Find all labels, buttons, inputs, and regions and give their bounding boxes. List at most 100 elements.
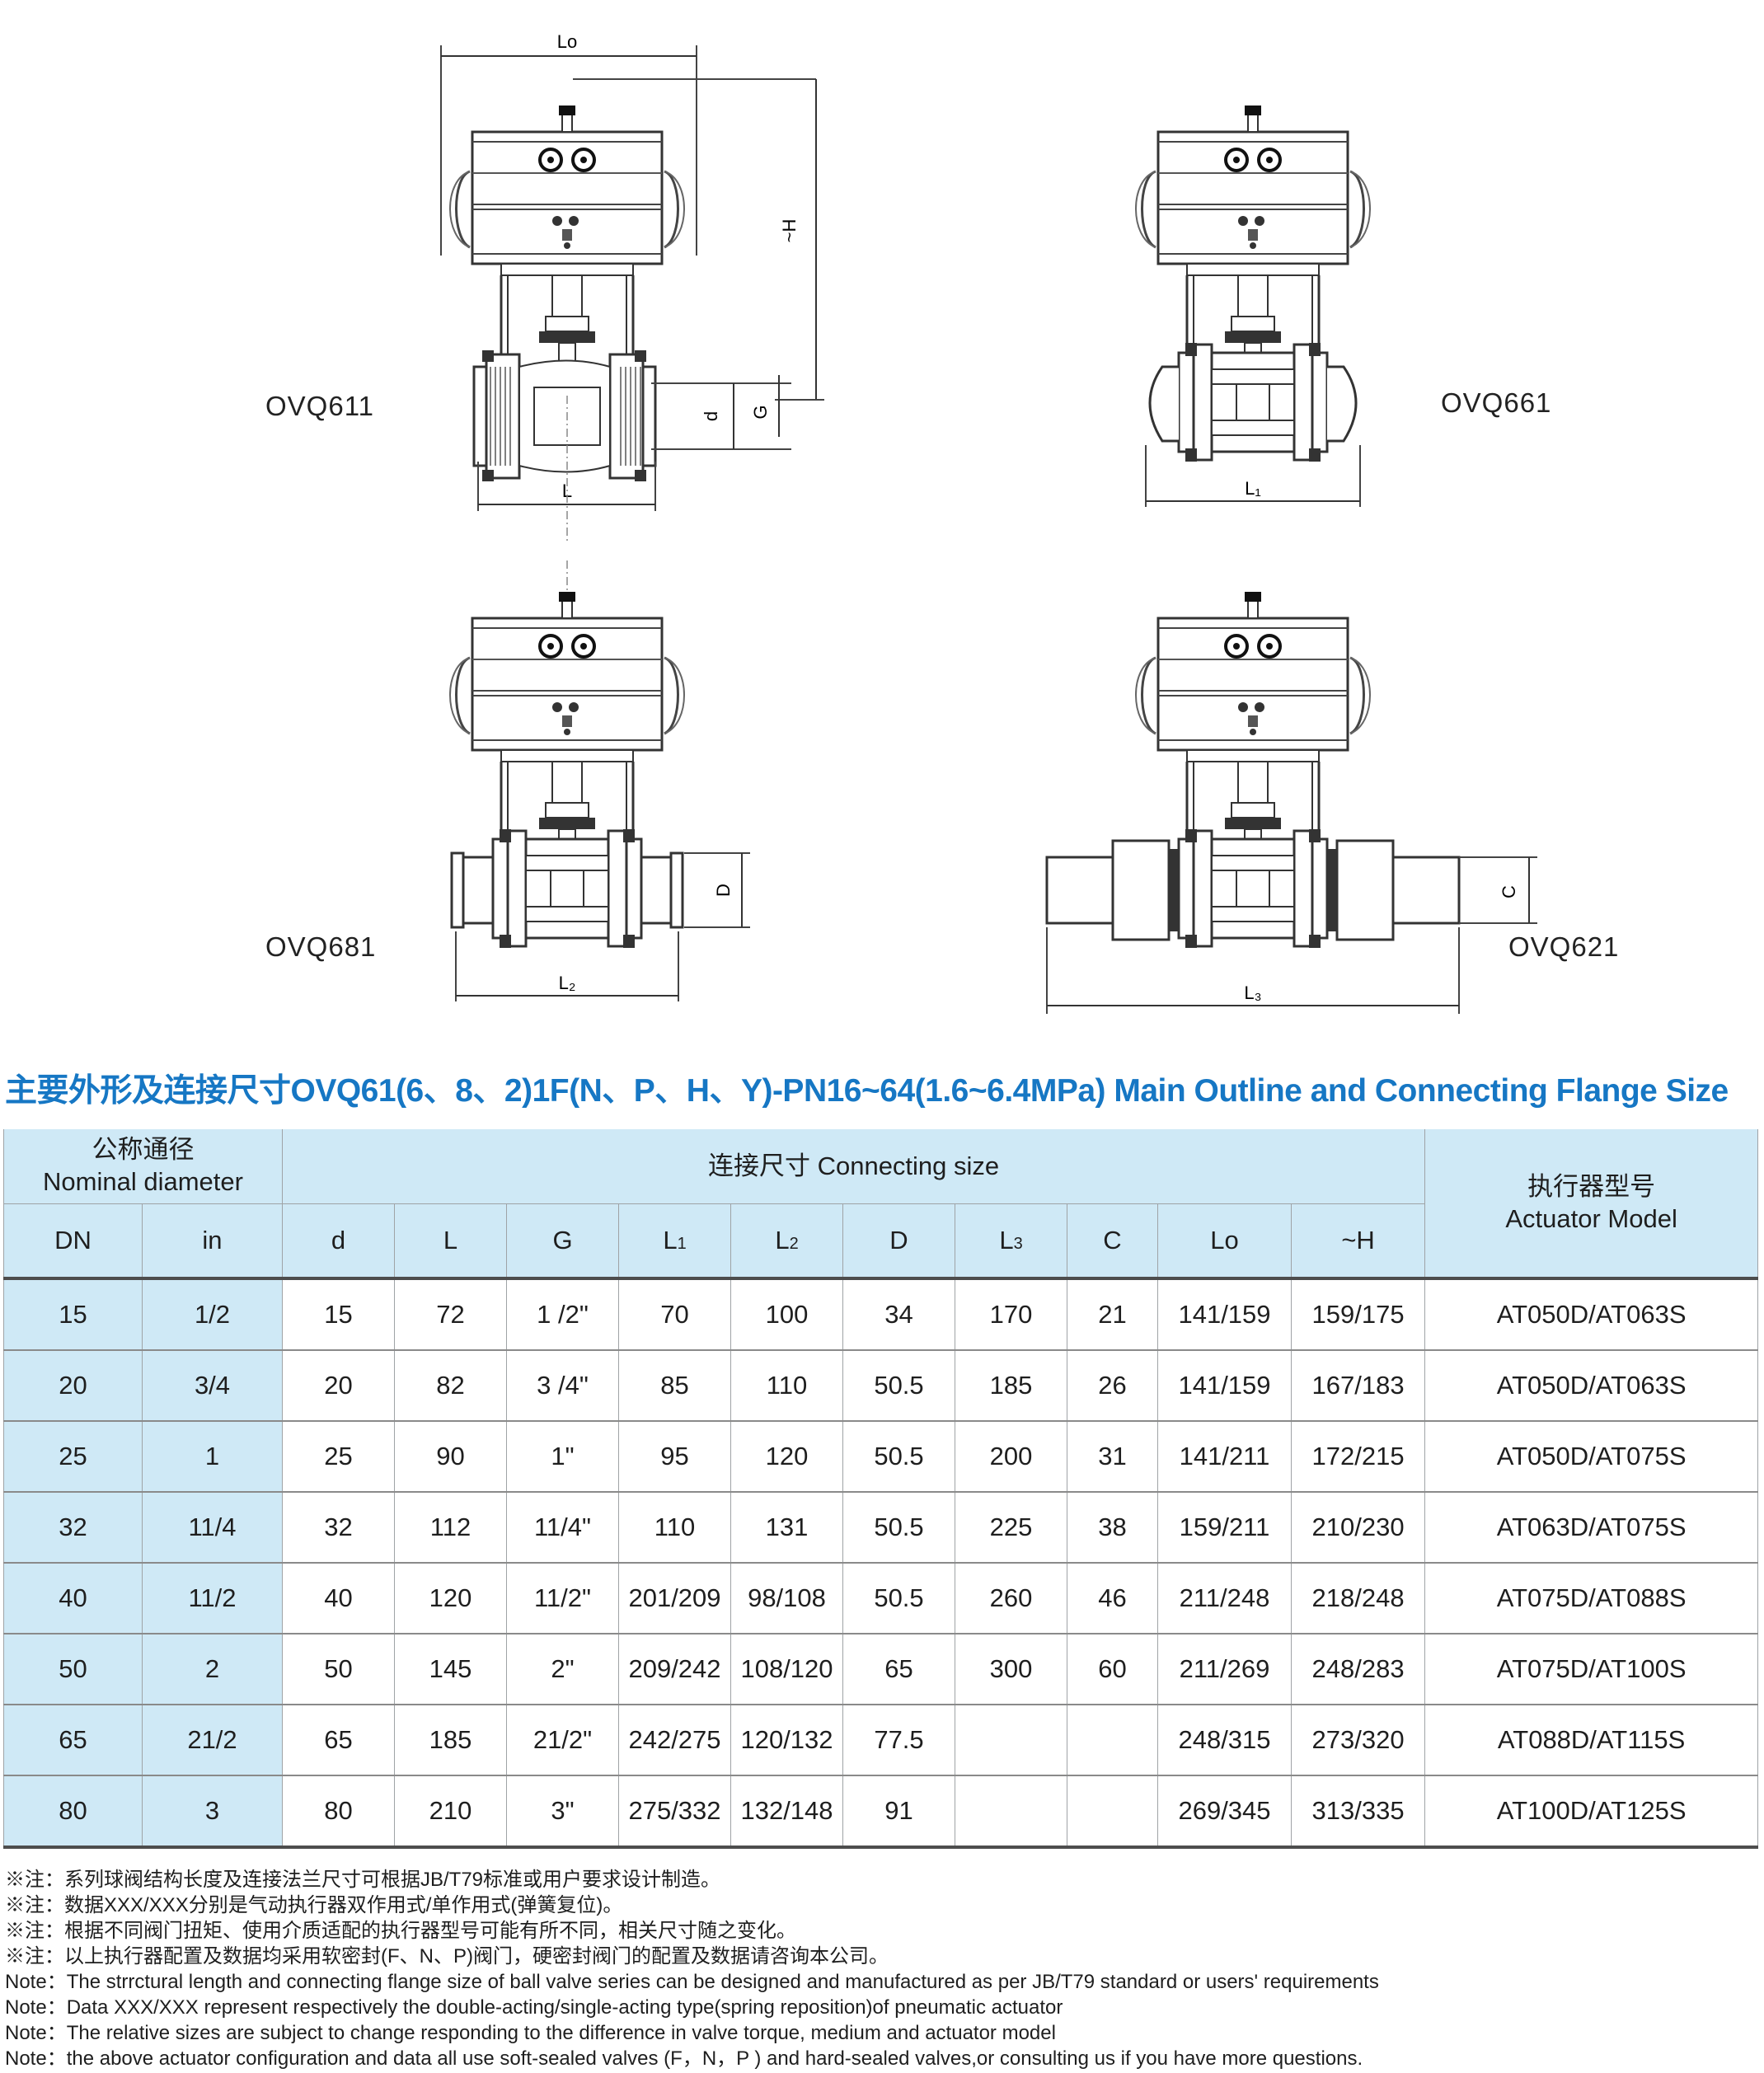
model-label-ovq681: OVQ681 bbox=[265, 931, 377, 962]
note-prefix: Note： bbox=[5, 1996, 67, 2019]
dim-h: ~H bbox=[779, 219, 800, 243]
cell-d: 25 bbox=[282, 1421, 395, 1493]
note-text: 数据XXX/XXX分别是气动执行器双作用式/单作用式(弹簧复位)。 bbox=[64, 1894, 623, 1916]
actuator-model-header: 执行器型号 Actuator Model bbox=[1424, 1129, 1759, 1278]
cell-l1: 70 bbox=[618, 1278, 731, 1351]
note-prefix: Note： bbox=[5, 2022, 67, 2044]
note-text: Data XXX/XXX represent respectively the … bbox=[66, 1996, 1063, 2019]
cell-d: 40 bbox=[282, 1563, 395, 1634]
col-header-dn: DN bbox=[3, 1203, 143, 1278]
cell-lo: 269/345 bbox=[1157, 1775, 1292, 1849]
drawing-ovq621: C L₃ bbox=[1045, 590, 1537, 1014]
cell-l1: 95 bbox=[618, 1421, 731, 1493]
cell-l3 bbox=[955, 1705, 1067, 1776]
note-text: 以上执行器配置及数据均采用软密封(F、N、P)阀门，硬密封阀门的配置及数据请咨询… bbox=[64, 1945, 889, 1967]
cell-model: AT050D/AT075S bbox=[1424, 1421, 1759, 1493]
cell-d: 80 bbox=[282, 1775, 395, 1849]
cell-lo: 141/159 bbox=[1157, 1278, 1292, 1351]
col-header-7: C bbox=[1067, 1203, 1158, 1278]
cell-h: 248/283 bbox=[1290, 1634, 1426, 1705]
cell-l2: 100 bbox=[730, 1278, 843, 1351]
col-header-main: L bbox=[663, 1226, 678, 1255]
cell-d: 20 bbox=[282, 1350, 395, 1422]
note-line: Note：the above actuator configuration an… bbox=[5, 2046, 1761, 2071]
cell-lo: 211/269 bbox=[1157, 1634, 1292, 1705]
cell-d: 34 bbox=[842, 1278, 955, 1351]
col-header-5: D bbox=[842, 1203, 955, 1278]
note-line: Note：The relative sizes are subject to c… bbox=[5, 2020, 1761, 2046]
cell-d: 50.5 bbox=[842, 1492, 955, 1564]
dim-l1: L₁ bbox=[1245, 478, 1261, 499]
drawing-ovq681: D L₂ bbox=[448, 560, 750, 1001]
cell-in: 2 bbox=[142, 1634, 283, 1705]
cell-dn: 80 bbox=[3, 1775, 143, 1849]
col-header-main: ~H bbox=[1341, 1226, 1375, 1255]
cell-g: 11/2" bbox=[506, 1563, 619, 1634]
note-line: Note：Data XXX/XXX represent respectively… bbox=[5, 1995, 1761, 2020]
notes: ※注：系列球阀结构长度及连接法兰尺寸可根据JB/T79标准或用户要求设计制造。※… bbox=[5, 1867, 1761, 2071]
cell-dn: 65 bbox=[3, 1705, 143, 1776]
dim-g: G bbox=[750, 405, 771, 419]
cell-c: 60 bbox=[1067, 1634, 1158, 1705]
cell-in: 3 bbox=[142, 1775, 283, 1849]
cell-dn: 20 bbox=[3, 1350, 143, 1422]
note-prefix: ※注： bbox=[5, 1869, 64, 1891]
col-header-6: L3 bbox=[955, 1203, 1067, 1278]
cell-l: 185 bbox=[394, 1705, 507, 1776]
note-text: the above actuator configuration and dat… bbox=[66, 2047, 1363, 2070]
cell-c: 21 bbox=[1067, 1278, 1158, 1351]
col-header-3: L1 bbox=[618, 1203, 731, 1278]
actuator-model-cn: 执行器型号 bbox=[1527, 1171, 1656, 1201]
model-label-ovq611: OVQ611 bbox=[265, 391, 374, 421]
col-header-in: in bbox=[142, 1203, 283, 1278]
drawing-ovq611: Lo ~H d G L bbox=[440, 31, 824, 544]
cell-l2: 120/132 bbox=[730, 1705, 843, 1776]
cell-d: 50.5 bbox=[842, 1421, 955, 1493]
col-header-1: L bbox=[394, 1203, 507, 1278]
cell-l3: 300 bbox=[955, 1634, 1067, 1705]
cell-l: 90 bbox=[394, 1421, 507, 1493]
note-prefix: Note： bbox=[5, 2047, 67, 2070]
cell-d: 77.5 bbox=[842, 1705, 955, 1776]
cell-h: 172/215 bbox=[1290, 1421, 1426, 1493]
note-line: ※注：系列球阀结构长度及连接法兰尺寸可根据JB/T79标准或用户要求设计制造。 bbox=[5, 1867, 1761, 1892]
cell-model: AT088D/AT115S bbox=[1424, 1705, 1759, 1776]
cell-h: 273/320 bbox=[1290, 1705, 1426, 1776]
cell-l2: 120 bbox=[730, 1421, 843, 1493]
col-header-sub: 2 bbox=[789, 1235, 799, 1253]
cell-dn: 25 bbox=[3, 1421, 143, 1493]
cell-c: 38 bbox=[1067, 1492, 1158, 1564]
section-title: 主要外形及连接尺寸OVQ61(6、8、2)1F(N、P、H、Y)-PN16~64… bbox=[5, 1073, 1729, 1109]
cell-in: 11/4 bbox=[142, 1492, 283, 1564]
cell-d: 50.5 bbox=[842, 1350, 955, 1422]
note-line: Note：The strrctural length and connectin… bbox=[5, 1969, 1761, 1995]
connecting-size-header: 连接尺寸 Connecting size bbox=[281, 1129, 1426, 1204]
actuator-model-en: Actuator Model bbox=[1505, 1203, 1677, 1233]
cell-l2: 110 bbox=[730, 1350, 843, 1422]
cell-in: 1 bbox=[142, 1421, 283, 1493]
cell-g: 1 /2" bbox=[506, 1278, 619, 1351]
cell-lo: 141/211 bbox=[1157, 1421, 1292, 1493]
cell-d: 50 bbox=[282, 1634, 395, 1705]
cell-l3: 225 bbox=[955, 1492, 1067, 1564]
dim-l2: L₂ bbox=[559, 973, 576, 993]
cell-g: 21/2" bbox=[506, 1705, 619, 1776]
cell-l1: 85 bbox=[618, 1350, 731, 1422]
note-prefix: ※注： bbox=[5, 1920, 64, 1942]
note-prefix: Note： bbox=[5, 1971, 67, 1993]
col-header-9: ~H bbox=[1290, 1203, 1426, 1278]
cell-l: 112 bbox=[394, 1492, 507, 1564]
note-text: The relative sizes are subject to change… bbox=[66, 2022, 1056, 2044]
cell-l: 145 bbox=[394, 1634, 507, 1705]
cell-l1: 110 bbox=[618, 1492, 731, 1564]
cell-model: AT075D/AT100S bbox=[1424, 1634, 1759, 1705]
cell-l2: 108/120 bbox=[730, 1634, 843, 1705]
cell-g: 1" bbox=[506, 1421, 619, 1493]
cell-l: 120 bbox=[394, 1563, 507, 1634]
model-label-ovq621: OVQ621 bbox=[1508, 931, 1620, 962]
dim-lo: Lo bbox=[557, 31, 577, 52]
cell-c: 31 bbox=[1067, 1421, 1158, 1493]
